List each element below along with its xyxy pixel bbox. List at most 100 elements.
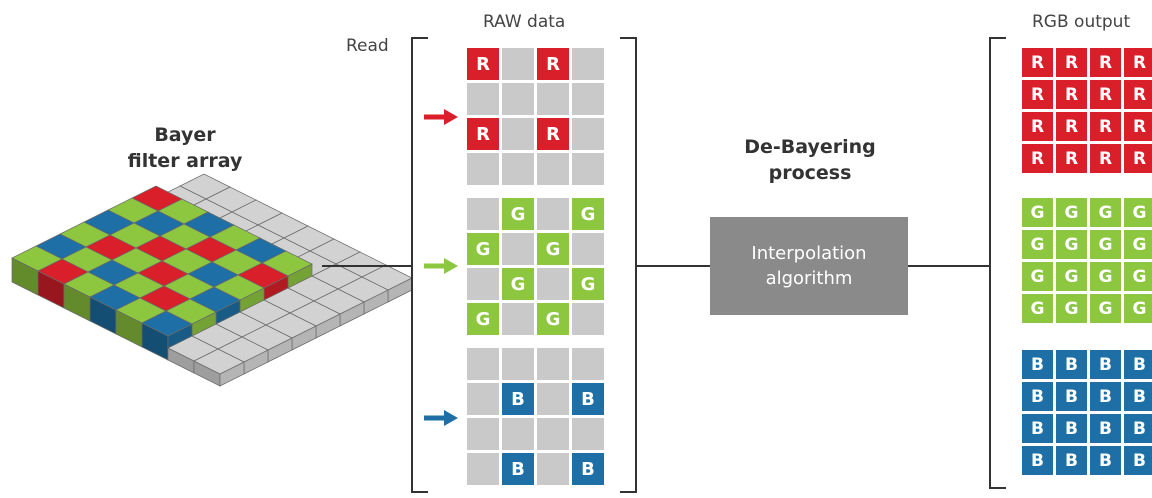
rgb-green-cell: G [1056, 198, 1087, 227]
rgb-blue-cell: B [1022, 382, 1053, 411]
raw-green-cell: G [537, 233, 569, 265]
rgb-red-cell: R [1090, 80, 1121, 109]
raw-green-cell: G [467, 303, 499, 335]
raw-green-cell: G [502, 198, 534, 230]
bayer-title: Bayer filter array [120, 122, 250, 174]
bayer-tile [141, 310, 193, 337]
rgb-red-cell: R [1090, 48, 1121, 77]
raw-red-cell [502, 48, 534, 80]
rgb-output-label: RGB output [1032, 12, 1131, 32]
rgb-red-cell: R [1090, 144, 1121, 173]
interp-line1: Interpolation [751, 243, 867, 264]
debayer-title: De-Bayering process [710, 134, 910, 186]
raw-green-cell: G [502, 268, 534, 300]
raw-red-cell: R [467, 118, 499, 150]
raw-green-cell [537, 268, 569, 300]
raw-blue-cell [572, 418, 604, 450]
blue-arrow-icon [424, 410, 458, 426]
rgb-green-cell: G [1090, 262, 1121, 291]
rgb-green-cell: G [1090, 198, 1121, 227]
raw-green-cell [467, 198, 499, 230]
rgb-green-cell: G [1056, 230, 1087, 259]
rgb-red-cell: R [1056, 144, 1087, 173]
red-arrow-icon [424, 109, 458, 125]
rgb-red-cell: R [1022, 144, 1053, 173]
rgb-green-cell: G [1022, 230, 1053, 259]
rgb-green-cell: G [1090, 294, 1121, 323]
rgb-green-cell: G [1090, 230, 1121, 259]
read-label: Read [346, 36, 389, 56]
rgb-blue-cell: B [1022, 414, 1053, 443]
raw-blue-cell [502, 418, 534, 450]
raw-red-cell [572, 118, 604, 150]
raw-green-cell [572, 303, 604, 335]
raw-green-cell [502, 233, 534, 265]
rgb-green-cell: G [1124, 198, 1152, 227]
interp-line2: algorithm [765, 268, 853, 289]
raw-green-cell [537, 198, 569, 230]
rgb-blue-cell: B [1022, 350, 1053, 379]
raw-green-cell: G [537, 303, 569, 335]
raw-blue-cell [502, 348, 534, 380]
raw-red-cell: R [467, 48, 499, 80]
raw-blue-cell [537, 453, 569, 485]
bayer-title-line2: filter array [127, 150, 243, 172]
rgb-blue-cell: B [1056, 350, 1087, 379]
debayer-title-line2: process [768, 162, 852, 184]
raw-left-bracket [411, 37, 428, 493]
raw-blue-cell: B [502, 383, 534, 415]
debayer-title-line1: De-Bayering [744, 136, 876, 158]
bayer-tile [193, 348, 245, 375]
raw-red-cell [502, 153, 534, 185]
rgb-blue-cell: B [1022, 446, 1053, 475]
raw-red-cell [537, 153, 569, 185]
rgb-red-cell: R [1022, 112, 1053, 141]
raw-green-cell: G [572, 198, 604, 230]
bayer-filter-array-graphic [11, 173, 413, 387]
rgb-blue-cell: B [1124, 446, 1152, 475]
raw-green-cell: G [467, 233, 499, 265]
raw-red-cell [537, 83, 569, 115]
raw-green-cell [502, 303, 534, 335]
raw-blue-cell [537, 383, 569, 415]
rgb-green-cell: G [1022, 262, 1053, 291]
interpolation-algorithm-box: Interpolation algorithm [710, 217, 908, 315]
raw-red-cell: R [537, 48, 569, 80]
rgb-red-cell: R [1022, 48, 1053, 77]
rgb-blue-cell: B [1124, 382, 1152, 411]
raw-blue-cell: B [572, 383, 604, 415]
raw-red-cell: R [537, 118, 569, 150]
rgb-blue-cell: B [1090, 382, 1121, 411]
rgb-blue-cell: B [1124, 350, 1152, 379]
rgb-red-cell: R [1056, 48, 1087, 77]
raw-green-cell [467, 268, 499, 300]
raw-blue-cell: B [572, 453, 604, 485]
raw-blue-cell [467, 418, 499, 450]
raw-data-label: RAW data [483, 12, 566, 32]
rgb-blue-cell: B [1090, 446, 1121, 475]
raw-green-cell: G [572, 268, 604, 300]
rgb-red-cell: R [1124, 48, 1152, 77]
bayer-title-line1: Bayer [154, 124, 216, 146]
raw-red-cell [572, 48, 604, 80]
green-arrow-icon [424, 258, 458, 274]
raw-blue-cell [467, 383, 499, 415]
raw-blue-cell [537, 348, 569, 380]
raw-blue-cell [467, 348, 499, 380]
rgb-red-cell: R [1124, 144, 1152, 173]
rgb-red-cell: R [1124, 80, 1152, 109]
rgb-green-cell: G [1022, 294, 1053, 323]
rgb-green-cell: G [1056, 294, 1087, 323]
rgb-blue-cell: B [1056, 414, 1087, 443]
raw-red-cell [572, 153, 604, 185]
rgb-red-cell: R [1056, 80, 1087, 109]
raw-red-cell [502, 118, 534, 150]
raw-blue-cell [572, 348, 604, 380]
rgb-blue-cell: B [1056, 382, 1087, 411]
